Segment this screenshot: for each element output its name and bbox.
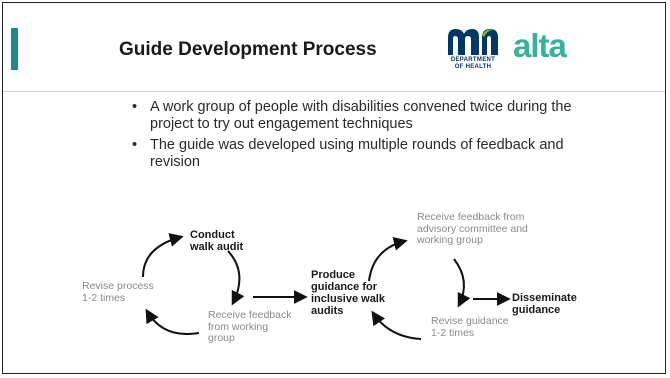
slide: Guide Development Process DEPARTMENT OF … [2, 2, 666, 374]
cycle2-arrow-up [368, 236, 408, 282]
diagram-arrows [142, 233, 511, 340]
cycle1-arrow-up [142, 233, 184, 278]
bullet-text: The guide was developed using multiple r… [150, 137, 564, 170]
bullet-dot: • [132, 137, 138, 153]
accent-bar [11, 28, 18, 70]
mn-logo-line2: OF HEALTH [454, 64, 492, 70]
cycle1-arrow-back [145, 308, 200, 335]
step-revise-process: Revise process 1-2 times [82, 280, 154, 304]
step-conduct-walk-audit: Conduct walk audit [190, 229, 244, 253]
cycle1-arrow-down [227, 250, 245, 306]
mn-logo-mark-icon [448, 29, 498, 55]
step-disseminate-guidance: Disseminate guidance [512, 292, 577, 316]
mn-logo-text: DEPARTMENT OF HEALTH [443, 57, 503, 71]
bullet-dot: • [132, 99, 138, 115]
bullet-item: • A work group of people with disabiliti… [132, 99, 572, 133]
cycle2-arrow-back [371, 310, 422, 340]
cycle2-arrow-down [453, 258, 471, 308]
bullet-text: A work group of people with disabilities… [150, 99, 572, 132]
mn-department-of-health-logo: DEPARTMENT OF HEALTH [443, 27, 503, 75]
alta-logo: alta [513, 27, 567, 64]
mn-logo-line1: DEPARTMENT [450, 57, 496, 63]
step-revise-guidance: Revise guidance 1-2 times [431, 315, 509, 339]
bullet-item: • The guide was developed using multiple… [132, 137, 572, 171]
step-receive-feedback-working-group: Receive feedback from working group [208, 309, 292, 344]
divider [3, 91, 665, 92]
process-diagram: Conduct walk audit Revise process 1-2 ti… [3, 193, 667, 373]
bullet-list: • A work group of people with disabiliti… [132, 99, 572, 175]
slide-title: Guide Development Process [119, 39, 377, 60]
step-produce-guidance: Produce guidance for inclusive walk audi… [311, 269, 385, 317]
step-receive-feedback-advisory: Receive feedback from advisory committee… [417, 211, 528, 246]
